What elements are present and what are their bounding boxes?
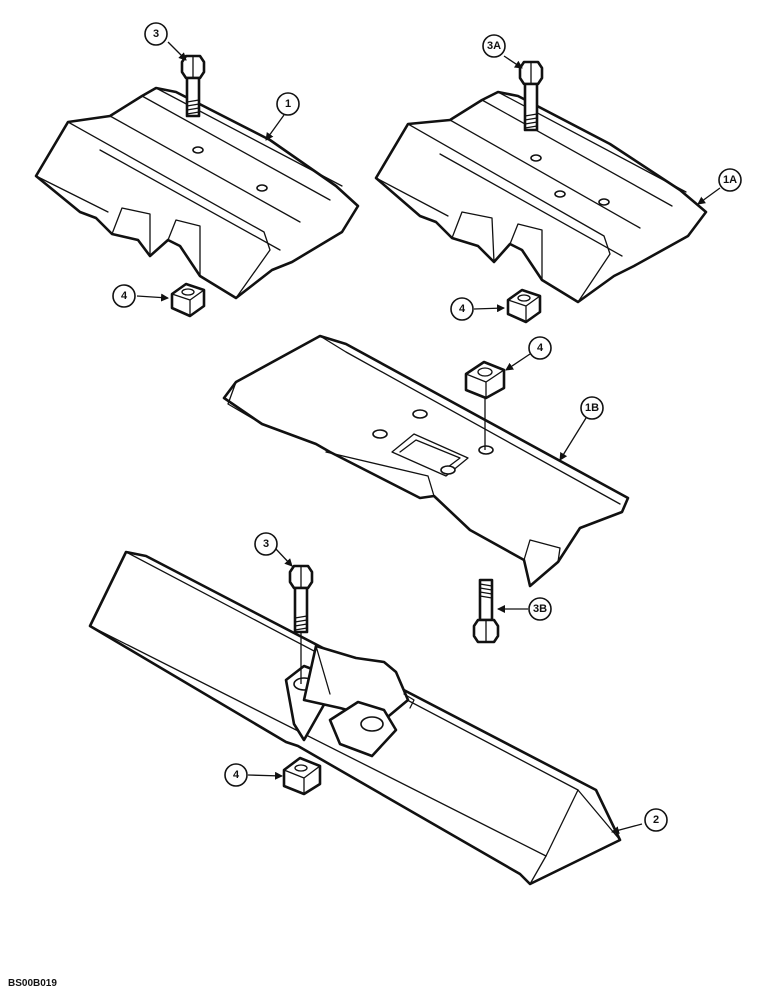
svg-text:3: 3 <box>153 28 159 40</box>
callout-bolt-top-right: 3A <box>482 34 506 58</box>
hex-bolt-icon <box>472 578 500 644</box>
svg-text:1: 1 <box>285 98 291 110</box>
svg-text:4: 4 <box>121 290 128 302</box>
square-nut-icon <box>506 288 542 324</box>
square-nut-icon <box>282 756 322 796</box>
callout-bolt-middle: 3B <box>528 597 552 621</box>
track-pad-2 <box>88 550 622 886</box>
callout-nut-middle: 4 <box>528 336 552 360</box>
svg-text:4: 4 <box>233 769 240 781</box>
svg-text:2: 2 <box>653 814 659 826</box>
track-plate-1b <box>222 334 630 588</box>
hex-bolt-icon <box>518 60 544 132</box>
track-shoe-1a <box>374 90 708 304</box>
callout-leaders <box>136 41 721 835</box>
callout-bolt-top-left: 3 <box>144 22 168 46</box>
svg-text:3: 3 <box>263 538 269 550</box>
callout-nut-top-left: 4 <box>112 284 136 308</box>
svg-text:4: 4 <box>459 303 466 315</box>
svg-text:1A: 1A <box>723 174 737 186</box>
callout-shoe-top-right: 1A <box>718 168 742 192</box>
hex-bolt-icon <box>180 54 206 118</box>
hex-bolt-icon <box>288 564 314 634</box>
square-nut-icon <box>464 360 506 400</box>
callout-shoe-top-left: 1 <box>276 92 300 116</box>
callout-nut-bottom: 4 <box>224 763 248 787</box>
callout-pad-bottom: 2 <box>644 808 668 832</box>
square-nut-icon <box>170 282 206 318</box>
track-shoe-1 <box>34 86 360 300</box>
svg-text:3A: 3A <box>487 40 501 52</box>
svg-text:4: 4 <box>537 342 544 354</box>
figure-code: BS00B019 <box>8 978 57 989</box>
callout-bolt-bottom: 3 <box>254 532 278 556</box>
svg-text:3B: 3B <box>533 603 547 615</box>
svg-text:1B: 1B <box>585 402 599 414</box>
callout-nut-top-right: 4 <box>450 297 474 321</box>
callout-plate-middle: 1B <box>580 396 604 420</box>
